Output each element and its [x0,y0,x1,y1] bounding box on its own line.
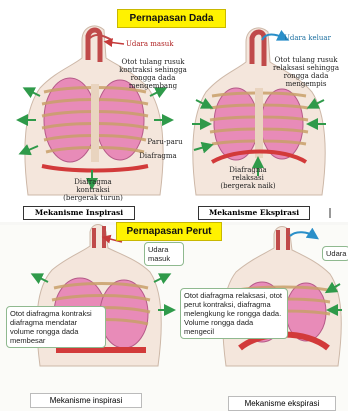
label-lungs: Paru-paru [142,138,188,146]
caption-expiration-top: Mekanisme Ekspirasi [198,206,310,220]
label-air-in-top: Udara masuk [126,40,178,48]
note-abdominal-expiration: Otot diafragma relaksasi, otot perut kon… [180,288,288,339]
label-air-out-top: Udara keluar [284,34,340,42]
note-abdominal-inspiration: Otot diafragma kontraksi diafragma menda… [6,306,106,348]
label-diaphragm: Diafragma [132,152,184,160]
bottom-title: Pernapasan Perut [116,222,222,241]
label-ribs-inspiration: Otot tulang rusuk kontraksi sehingga ron… [116,58,190,90]
top-title: Pernapasan Dada [117,9,226,28]
caption-inspiration-top: Mekanisme Inspirasi [23,206,135,220]
caption-expiration-bottom: Mekanisme ekspirasi [228,396,336,411]
label-diaphragm-relax: Diafragma relaksasi (bergerak naik) [218,166,278,190]
label-air-out-bottom: Udara kelua [322,246,348,261]
label-air-in-bottom: Udara masuk [144,242,184,266]
caption-inspiration-bottom: Mekanisme inspirasi [30,393,142,408]
label-diaphragm-contract: Diafragma kontraksi (bergerak turun) [60,178,126,202]
label-ribs-expiration: Otot tulang rusuk relaksasi sehingga ron… [268,56,344,88]
torso-top-left [22,26,168,195]
